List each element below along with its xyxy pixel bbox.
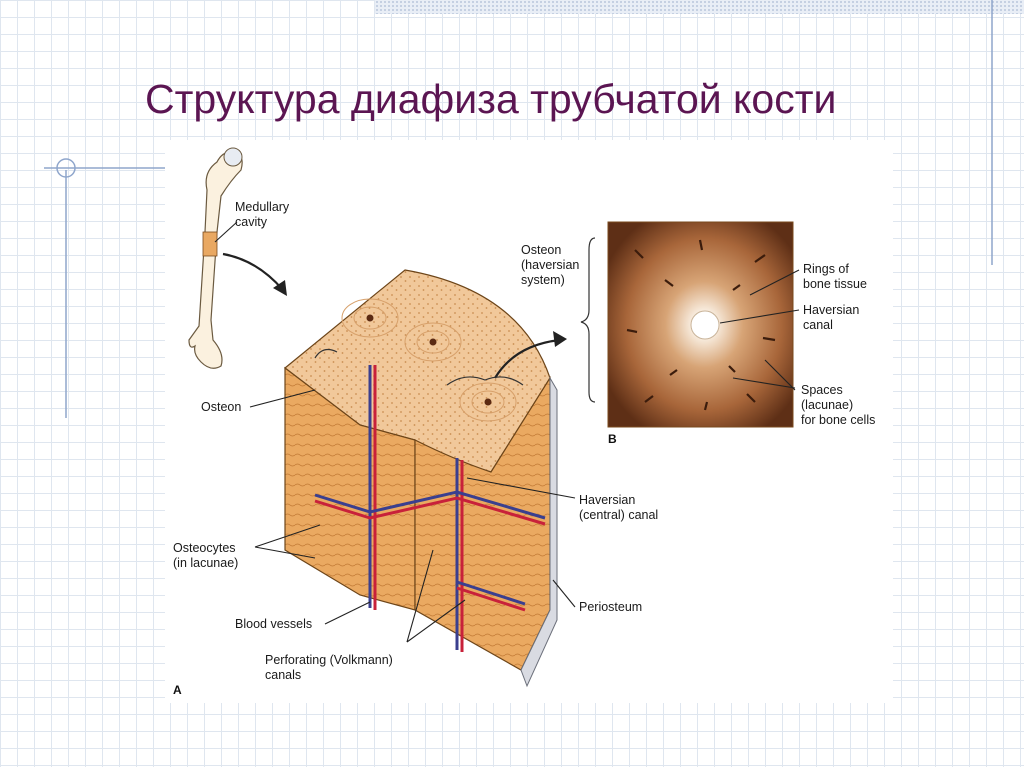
label-haversian-canal: Haversian canal (803, 303, 860, 332)
label-haversian-central-canal: Haversian (central) canal (579, 493, 659, 522)
femur-icon (188, 147, 243, 369)
frame-circle-ornament (56, 158, 76, 178)
slide-title: Структура диафиза трубчатой кости (145, 76, 837, 122)
label-perforating-canals: Perforating (Volkmann) canals (265, 653, 393, 682)
top-dotted-band (375, 0, 1024, 14)
label-osteocytes: Osteocytes (in lacunae) (173, 541, 239, 570)
femur-to-block-arrow (222, 252, 284, 291)
label-rings-of-bone-tissue: Rings of bone tissue (803, 262, 867, 291)
label-blood-vessels: Blood vessels (235, 617, 313, 631)
bone-structure-figure: Medullary cavity Osteon (haversian syste… (165, 140, 893, 703)
haversian-canal-dot (429, 338, 437, 346)
haversian-canal-micrograph (690, 310, 720, 340)
artery-vessel (456, 586, 526, 612)
haversian-canal-dot (484, 398, 492, 406)
block-to-micrograph-arrow (494, 338, 561, 379)
label-osteon: Osteon (201, 400, 242, 414)
periosteum-layer (520, 376, 558, 688)
femur-head (223, 147, 243, 167)
label-medullary-cavity: Medullary cavity (235, 200, 290, 229)
osteon-bracket (580, 237, 596, 403)
vein-vessel (456, 580, 526, 606)
label-spaces-lacunae: Spaces (lacunae) for bone cells (801, 383, 876, 427)
panel-label-a: A (173, 683, 182, 697)
panel-label-b: B (608, 432, 617, 446)
label-osteon-haversian-system: Osteon (haversian system) (521, 243, 580, 287)
vein-vessel (314, 490, 546, 520)
artery-vessel (314, 496, 546, 526)
haversian-canal-dot (366, 314, 374, 322)
label-periosteum: Periosteum (579, 600, 643, 614)
femur-section-marker (202, 231, 218, 257)
femur-shape (188, 151, 243, 369)
bone-illustration (188, 147, 800, 688)
top-osteon-bracket (446, 376, 524, 386)
